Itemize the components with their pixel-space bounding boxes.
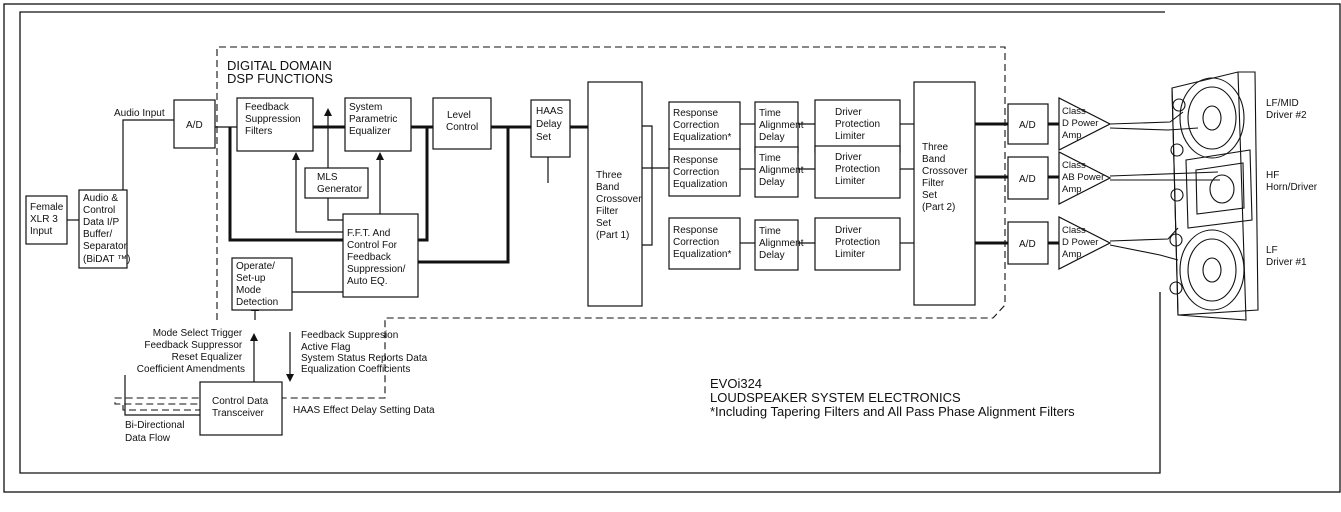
crossover-part1-block: [587, 81, 643, 307]
driver-protection-label-3: Driver Protection Limiter: [835, 225, 883, 260]
amplifier-label-3: Class D Power Amp: [1062, 225, 1101, 260]
xlr-line-3: Input: [30, 226, 52, 237]
signal-wiring: [67, 115, 914, 416]
driver-label-lf-mid: LF/MID Driver #2: [1266, 98, 1307, 121]
loudspeaker-cabinet-illustration: [1169, 71, 1259, 321]
arrowheads: [250, 108, 384, 382]
response-eq-block-1: [668, 101, 741, 151]
feedback-filters-label: Feedback Suppression Filters: [245, 102, 303, 137]
ad-output-label-3: A/D: [1019, 239, 1036, 250]
mode-commands-label: Mode Select Trigger Feedback Suppressor …: [137, 328, 245, 375]
xlr-line-2: XLR 3: [30, 214, 58, 225]
electronics-enclosure: [19, 11, 1165, 474]
ad-output-label-1: A/D: [1019, 120, 1036, 131]
time-alignment-label-3: Time Alignment Delay: [759, 226, 806, 261]
level-control-block: [432, 97, 492, 150]
fft-control-label: F.F.T. And Control For Feedback Suppress…: [347, 228, 408, 287]
amplifier-label-2: Class AB Power Amp: [1062, 160, 1107, 195]
response-eq-label-2: Response Correction Equalization: [673, 155, 727, 190]
ad-output-label-2: A/D: [1019, 174, 1036, 185]
level-control-label: Level Control: [446, 110, 478, 133]
driver-protection-block-3: [814, 217, 901, 271]
xlr-line-1: Female: [30, 202, 64, 213]
bidirectional-label: Bi-Directional Data Flow: [125, 420, 187, 444]
hf-horn: [1185, 149, 1253, 229]
ad-input-block: [173, 99, 216, 149]
driver-protection-label-1: Driver Protection Limiter: [835, 107, 883, 142]
status-reports-label: Feedback Suppresion Active Flag System S…: [301, 330, 430, 375]
amp-speaker-wiring: [1109, 111, 1220, 261]
driver-protection-label-2: Driver Protection Limiter: [835, 152, 883, 187]
amplifier-triangle-1: [1058, 97, 1112, 151]
control-transceiver-block: [199, 381, 283, 436]
buffer-separator-block: [78, 189, 128, 269]
haas-setting-label: HAAS Effect Delay Setting Data: [293, 405, 435, 416]
driver-label-hf: HF Horn/Driver: [1266, 170, 1318, 193]
response-eq-block-3: [668, 217, 741, 270]
haas-delay-label: HAAS Delay Set: [536, 106, 566, 143]
ad-input-label: A/D: [186, 120, 203, 131]
lf-mid-woofer: [1179, 77, 1245, 159]
audio-input-label: Audio Input: [114, 108, 165, 119]
amplifier-triangle-2: [1058, 151, 1112, 205]
amplifier-label-1: Class D Power Amp: [1062, 106, 1101, 141]
operate-mode-label: Operate/ Set-up Mode Detection: [236, 261, 278, 308]
control-transceiver-label: Control Data Transceiver: [212, 396, 271, 419]
ad-output-block-2: [1007, 156, 1049, 200]
crossover-part2-block: [913, 81, 976, 306]
ad-output-block-1: [1007, 103, 1049, 145]
digital-domain-title: DIGITAL DOMAIN DSP FUNCTIONS: [227, 58, 335, 86]
outer-border: [3, 3, 1341, 493]
mls-generator-block: [304, 167, 369, 199]
crossover-part2-label: Three Band Crossover Filter Set (Part 2): [922, 142, 970, 213]
digital-domain-boundary: [114, 46, 1006, 405]
time-alignment-label-2: Time Alignment Delay: [759, 153, 806, 188]
mls-generator-label: MLS Generator: [317, 172, 363, 195]
time-alignment-label-1: Time Alignment Delay: [759, 108, 806, 143]
time-alignment-block-1: [754, 101, 799, 153]
bidirectional-dash-link: [122, 405, 200, 411]
operate-mode-block: [231, 257, 293, 311]
time-alignment-block-2: [754, 146, 799, 198]
response-eq-label-3: Response Correction Equalization*: [673, 225, 731, 260]
fft-control-block: [342, 213, 419, 298]
ad-output-block-3: [1007, 221, 1049, 265]
xlr-input-label: Female XLR 3 Input: [30, 202, 66, 237]
feedback-filters-block: [236, 97, 314, 152]
model-caption: EVOi324 LOUDSPEAKER SYSTEM ELECTRONICS *…: [710, 376, 1075, 419]
xlr-input-block: [25, 195, 68, 245]
crossover-part1-label: Three Band Crossover Filter Set (Part 1): [596, 170, 644, 241]
main-audio-path: [228, 122, 1059, 264]
haas-delay-block: [530, 99, 571, 158]
system-eq-block: [344, 97, 412, 152]
time-alignment-block-3: [754, 219, 799, 271]
driver-label-lf: LF Driver #1: [1266, 245, 1307, 268]
buffer-separator-label: Audio & Control Data I/P Buffer/ Separat…: [83, 193, 130, 265]
response-eq-label-1: Response Correction Equalization*: [673, 108, 731, 143]
driver-protection-block-2: [814, 145, 901, 199]
lf-woofer: [1179, 229, 1245, 311]
system-eq-label: System Parametric Equalizer: [349, 102, 400, 137]
amplifier-triangle-3: [1058, 216, 1112, 270]
response-eq-block-2: [668, 148, 741, 197]
